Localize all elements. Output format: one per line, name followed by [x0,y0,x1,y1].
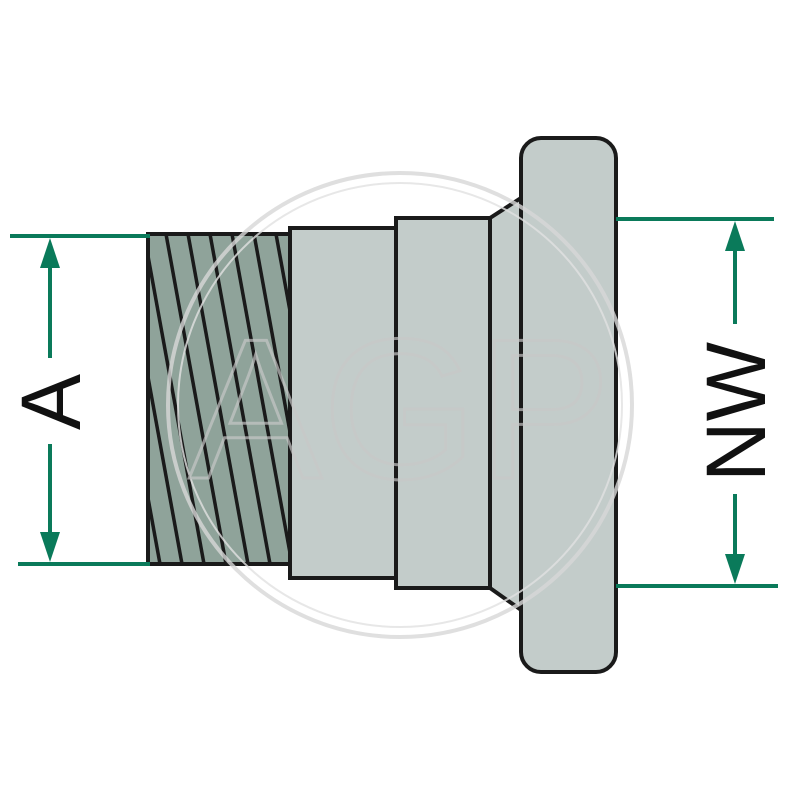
hydraulic-screw-plug-icon [146,136,618,674]
watermark-text: AGP [189,298,611,521]
thread-groove [148,488,162,564]
double-arrow-icon [40,238,60,562]
dimension-a [10,234,150,566]
thread-groove [230,234,290,563]
dimension-a-label: A [4,374,98,430]
thread-section [146,232,292,566]
thread-groove [164,234,228,564]
dimension-nw-label: NW [689,342,783,482]
thread-groove [208,234,272,564]
dimension-nw [616,217,778,588]
plug-shoulder-2 [394,216,492,590]
watermark-ring-outer [166,171,634,639]
thread-groove [252,234,290,442]
watermark-ring-inner [177,182,623,628]
plug-head [519,136,618,674]
double-arrow-icon [725,221,745,584]
plug-shoulder-1 [288,226,398,580]
thread-groove [274,234,290,321]
agp-watermark: AGP [166,171,634,639]
thread-groove [148,367,184,564]
